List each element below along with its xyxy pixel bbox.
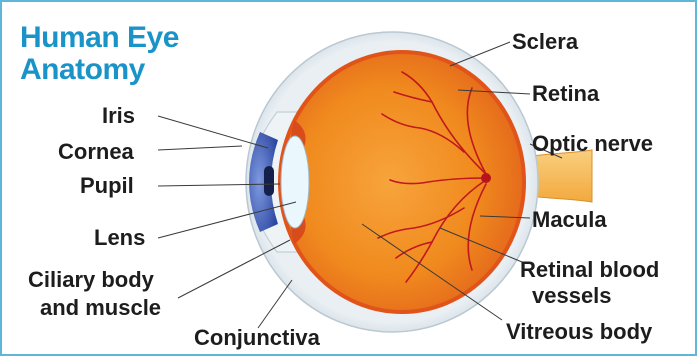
label-ciliary-2: and muscle xyxy=(40,296,161,320)
diagram-title: Human Eye Anatomy xyxy=(20,22,179,86)
label-pupil: Pupil xyxy=(80,174,134,198)
title-line-1: Human Eye xyxy=(20,22,179,54)
label-retina: Retina xyxy=(532,82,599,106)
label-optic-nerve: Optic nerve xyxy=(532,132,653,156)
label-lens: Lens xyxy=(94,226,145,250)
label-retinal-vessels-1: Retinal blood xyxy=(520,258,659,282)
lens-shape xyxy=(281,136,309,228)
label-macula: Macula xyxy=(532,208,607,232)
macula-shape xyxy=(481,173,491,183)
label-retinal-vessels-2: vessels xyxy=(532,284,612,308)
label-ciliary-1: Ciliary body xyxy=(28,268,154,292)
title-line-2: Anatomy xyxy=(20,54,179,86)
label-cornea: Cornea xyxy=(58,140,134,164)
label-vitreous-body: Vitreous body xyxy=(506,320,652,344)
label-iris: Iris xyxy=(102,104,135,128)
label-conjunctiva: Conjunctiva xyxy=(194,326,320,350)
label-sclera: Sclera xyxy=(512,30,578,54)
pupil-shape xyxy=(264,166,274,196)
